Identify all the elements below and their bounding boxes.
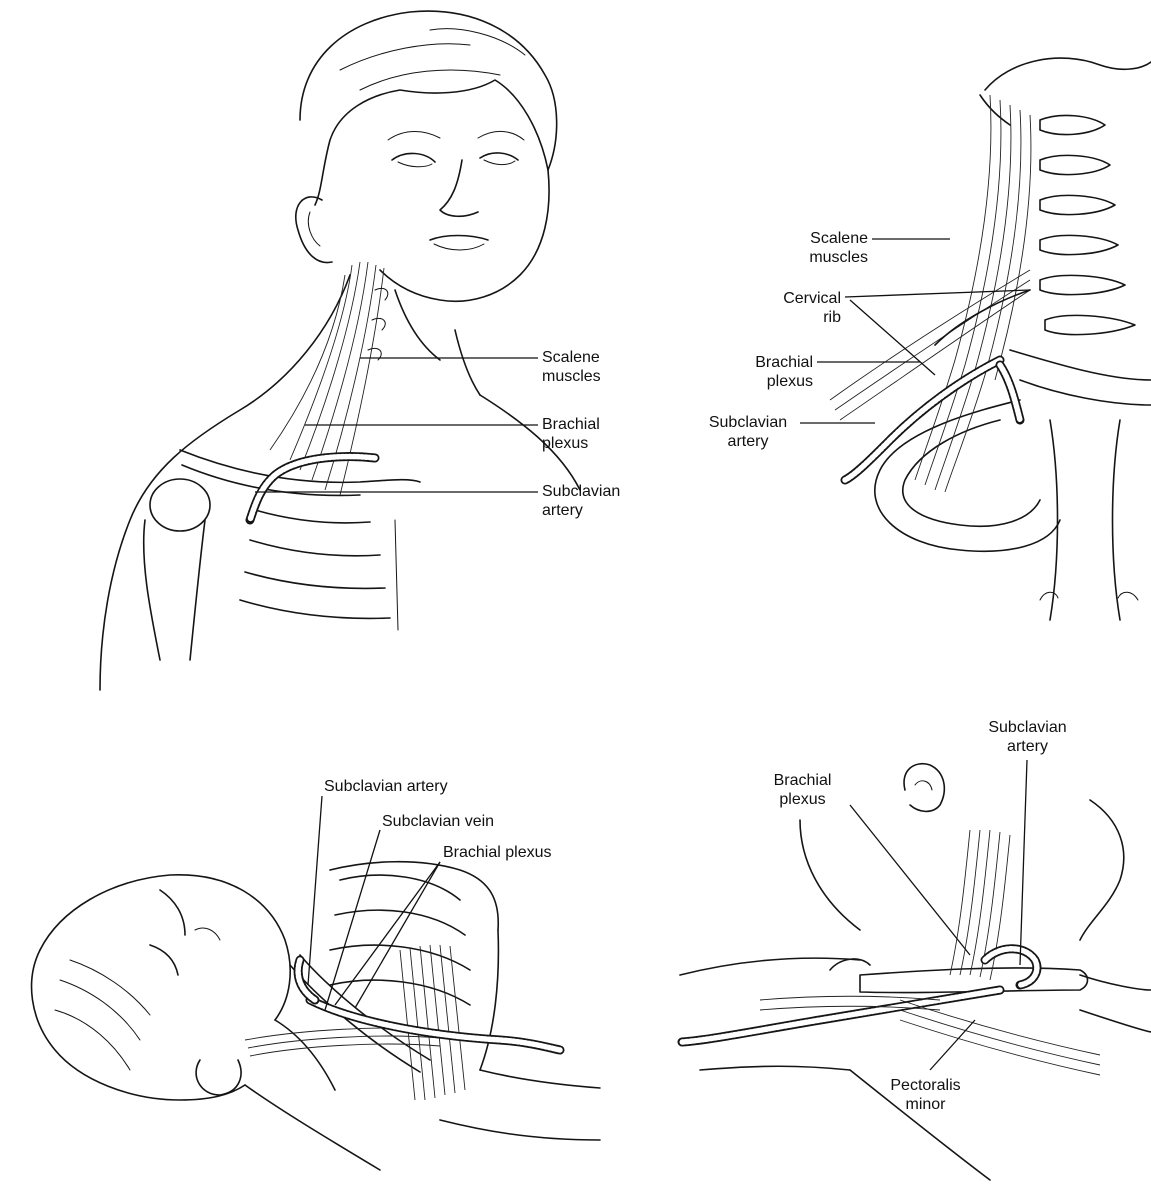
panel-top-left-drawing <box>100 11 580 690</box>
label-tr-subclavian-line1: Subclavian <box>700 413 796 432</box>
label-tr-subclavian-line2: artery <box>700 432 796 451</box>
label-tr-scalene-line2: muscles <box>780 248 868 267</box>
label-tl-brachial-line2: plexus <box>542 434 600 453</box>
label-br-subclavian: Subclavian artery <box>975 718 1080 756</box>
label-br-subclavian-line2: artery <box>975 737 1080 756</box>
label-tl-scalene-line2: muscles <box>542 367 601 386</box>
label-bl-subclavian-artery: Subclavian artery <box>324 777 448 796</box>
label-br-pectoralis-line2: minor <box>878 1095 973 1114</box>
label-br-pectoralis: Pectoralis minor <box>878 1076 973 1114</box>
label-tl-subclavian-line2: artery <box>542 501 620 520</box>
label-tr-scalene: Scalene muscles <box>780 229 868 267</box>
label-tl-brachial-line1: Brachial <box>542 415 600 434</box>
label-tl-scalene-line1: Scalene <box>542 348 601 367</box>
label-tr-cervical-line1: Cervical <box>755 289 841 308</box>
label-tr-cervical-rib: Cervical rib <box>755 289 841 327</box>
label-br-pectoralis-line1: Pectoralis <box>878 1076 973 1095</box>
label-br-subclavian-line1: Subclavian <box>975 718 1080 737</box>
label-tr-scalene-line1: Scalene <box>780 229 868 248</box>
label-tl-scalene: Scalene muscles <box>542 348 601 386</box>
label-br-brachial-line2: plexus <box>765 790 840 809</box>
label-tr-brachial-line2: plexus <box>730 372 813 391</box>
label-tl-subclavian: Subclavian artery <box>542 482 620 520</box>
panel-bottom-right-drawing <box>680 764 1151 1180</box>
label-tr-subclavian: Subclavian artery <box>700 413 796 451</box>
panel-top-left-leaders <box>255 358 538 492</box>
label-bl-brachial-plexus: Brachial plexus <box>443 843 552 862</box>
label-tl-brachial: Brachial plexus <box>542 415 600 453</box>
label-tr-cervical-line2: rib <box>755 308 841 327</box>
label-tl-subclavian-line1: Subclavian <box>542 482 620 501</box>
panel-bottom-left-drawing <box>32 862 600 1170</box>
panel-top-right-drawing <box>830 58 1151 620</box>
label-br-brachial: Brachial plexus <box>765 771 840 809</box>
label-tr-brachial-line1: Brachial <box>730 353 813 372</box>
label-tr-brachial: Brachial plexus <box>730 353 813 391</box>
label-bl-subclavian-vein: Subclavian vein <box>382 812 494 831</box>
label-br-brachial-line1: Brachial <box>765 771 840 790</box>
